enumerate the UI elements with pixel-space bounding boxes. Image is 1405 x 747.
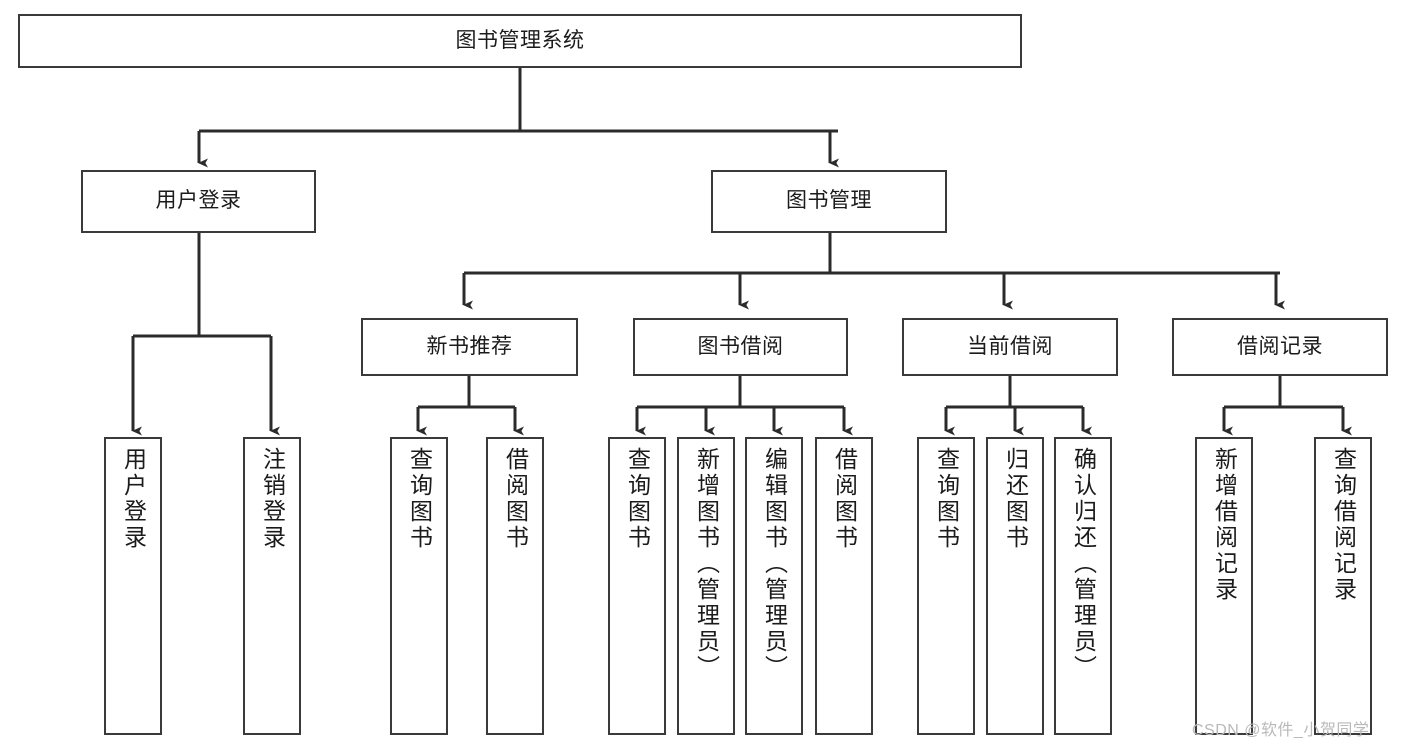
node-label: 归还图书 (1002, 447, 1029, 551)
node-label: 用户登录 (155, 189, 242, 213)
node-book-management[interactable]: 图书管理 (711, 170, 947, 233)
leaf-current-borrow-return-book[interactable]: 归还图书 (986, 437, 1044, 735)
node-new-book-recommendation[interactable]: 新书推荐 (361, 318, 578, 376)
leaf-new-book-query-book[interactable]: 查询图书 (390, 437, 448, 735)
leaf-user-login-login[interactable]: 用户登录 (104, 437, 162, 735)
leaf-book-borrow-query-book[interactable]: 查询图书 (608, 437, 666, 735)
leaf-borrow-record-add-record[interactable]: 新增借阅记录 (1195, 437, 1253, 735)
leaf-user-login-logout[interactable]: 注销登录 (243, 437, 301, 735)
leaf-current-borrow-confirm-return-admin[interactable]: 确认归还（管理员） (1054, 437, 1112, 735)
csdn-watermark: CSDN @软件_小贺同学 (1192, 722, 1370, 739)
node-label: 用户登录 (120, 447, 147, 551)
node-label: 图书管理 (786, 189, 872, 213)
node-label: 新增图书（管理员） (693, 447, 720, 681)
node-user-login[interactable]: 用户登录 (81, 170, 316, 233)
node-label: 新增借阅记录 (1211, 447, 1238, 603)
node-current-borrowing[interactable]: 当前借阅 (902, 318, 1118, 376)
node-label: 查询图书 (624, 447, 651, 551)
node-book-borrowing[interactable]: 图书借阅 (633, 318, 848, 376)
node-label: 查询图书 (933, 447, 960, 551)
leaf-book-borrow-edit-book-admin[interactable]: 编辑图书（管理员） (745, 437, 803, 735)
node-label: 当前借阅 (967, 334, 1053, 358)
node-label: 图书管理系统 (455, 28, 585, 52)
node-label: 注销登录 (259, 447, 286, 551)
node-label: 借阅记录 (1237, 334, 1323, 358)
node-label: 新书推荐 (426, 334, 513, 358)
node-label: 查询借阅记录 (1330, 447, 1357, 603)
node-label: 借阅图书 (831, 447, 858, 551)
node-root-book-management-system[interactable]: 图书管理系统 (18, 14, 1022, 68)
node-borrow-record[interactable]: 借阅记录 (1172, 318, 1388, 376)
node-label: 图书借阅 (697, 334, 784, 358)
node-label: 编辑图书（管理员） (761, 447, 788, 681)
leaf-new-book-borrow-book[interactable]: 借阅图书 (486, 437, 544, 735)
leaf-book-borrow-borrow-book[interactable]: 借阅图书 (815, 437, 873, 735)
leaf-current-borrow-query-book[interactable]: 查询图书 (917, 437, 975, 735)
node-label: 查询图书 (406, 447, 433, 551)
leaf-book-borrow-add-book-admin[interactable]: 新增图书（管理员） (677, 437, 735, 735)
node-label: 借阅图书 (502, 447, 529, 551)
leaf-borrow-record-query-record[interactable]: 查询借阅记录 (1314, 437, 1372, 735)
node-label: 确认归还（管理员） (1070, 447, 1097, 681)
